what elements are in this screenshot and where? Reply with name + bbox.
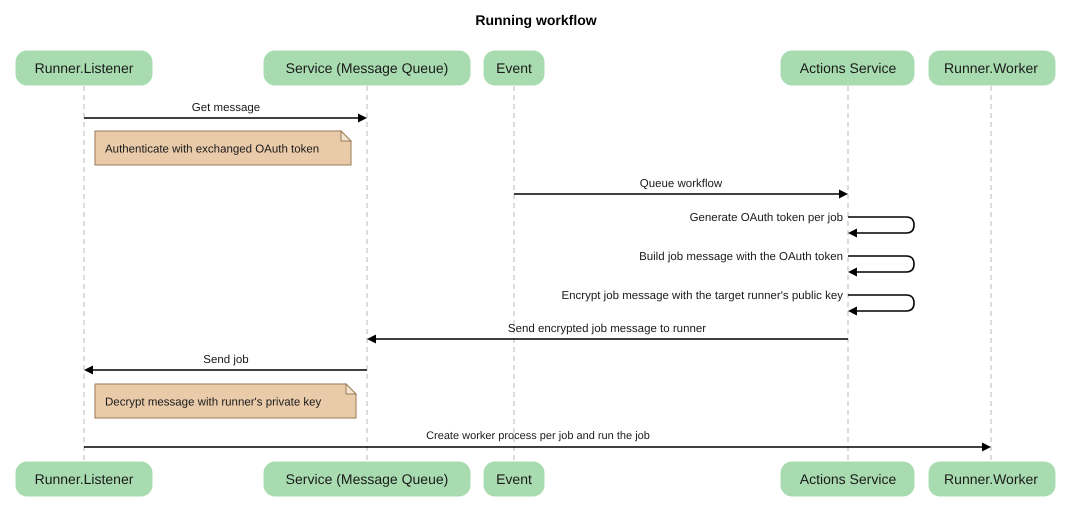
participant-label-service-mq: Service (Message Queue) [286, 60, 449, 76]
participant-headers: Runner.Listener Service (Message Queue) Ev… [15, 50, 1056, 86]
self-message-label-encrypt-job-message: Encrypt job message with the target runn… [561, 290, 843, 302]
participant-box-service-mq[interactable] [263, 50, 471, 86]
participant-footer-runner-worker[interactable]: Runner.Worker [928, 461, 1056, 497]
self-message-build-job-message[interactable]: Build job message with the OAuth token [639, 251, 915, 277]
participant-box-runner-worker[interactable] [928, 461, 1056, 497]
message-arrowhead-get-message [358, 113, 367, 123]
participant-box-event[interactable] [483, 50, 545, 86]
message-label-send-encrypted-job-message: Send encrypted job message to runner [508, 323, 706, 335]
message-create-worker-process[interactable]: Create worker process per job and run th… [84, 430, 991, 452]
participant-footer-service-mq[interactable]: Service (Message Queue) [263, 461, 471, 497]
message-label-queue-workflow: Queue workflow [640, 178, 723, 190]
message-send-encrypted-job-message[interactable]: Send encrypted job message to runner [367, 323, 848, 344]
participant-label-service-mq: Service (Message Queue) [286, 471, 449, 487]
message-queue-workflow[interactable]: Queue workflow [514, 178, 848, 199]
message-arrowhead-send-job [84, 365, 93, 375]
self-message-generate-oauth-token[interactable]: Generate OAuth token per job [690, 212, 915, 238]
participant-label-event: Event [496, 471, 532, 487]
participant-label-runner-worker: Runner.Worker [944, 471, 1038, 487]
participant-box-actions-service[interactable] [780, 50, 915, 86]
message-label-get-message: Get message [192, 102, 260, 114]
self-message-arrowhead-encrypt-job-message [848, 306, 857, 316]
note-body-authenticate-note [94, 130, 352, 166]
self-message-path-encrypt-job-message [848, 294, 915, 312]
message-get-message[interactable]: Get message [84, 102, 367, 123]
participant-box-runner-listener[interactable] [15, 50, 153, 86]
self-message-path-build-job-message [848, 255, 915, 273]
self-message-label-generate-oauth-token: Generate OAuth token per job [690, 212, 843, 224]
self-message-encrypt-job-message[interactable]: Encrypt job message with the target runn… [561, 290, 915, 316]
participant-label-actions-service: Actions Service [800, 60, 897, 76]
participant-footer-actions-service[interactable]: Actions Service [780, 461, 915, 497]
participant-header-runner-listener[interactable]: Runner.Listener [15, 50, 153, 86]
message-label-send-job: Send job [203, 354, 248, 366]
message-send-job[interactable]: Send job [84, 354, 367, 375]
participant-box-service-mq[interactable] [263, 461, 471, 497]
note-label-decrypt-note: Decrypt message with runner's private ke… [105, 397, 322, 409]
self-message-arrowhead-generate-oauth-token [848, 228, 857, 238]
participant-label-runner-worker: Runner.Worker [944, 60, 1038, 76]
note-body-decrypt-note [94, 383, 357, 419]
self-message-arrowhead-build-job-message [848, 267, 857, 277]
participant-label-runner-listener: Runner.Listener [35, 60, 134, 76]
participant-label-event: Event [496, 60, 532, 76]
message-arrowhead-create-worker-process [982, 442, 991, 452]
participant-box-event[interactable] [483, 461, 545, 497]
note-label-authenticate-note: Authenticate with exchanged OAuth token [105, 144, 319, 156]
message-arrowhead-send-encrypted-job-message [367, 334, 376, 344]
self-message-label-build-job-message: Build job message with the OAuth token [639, 251, 843, 263]
participant-box-actions-service[interactable] [780, 461, 915, 497]
note-fold-icon-decrypt-note [345, 382, 358, 395]
participant-label-actions-service: Actions Service [800, 471, 897, 487]
participant-header-actions-service[interactable]: Actions Service [780, 50, 915, 86]
note-authenticate-note: Authenticate with exchanged OAuth token [94, 129, 353, 166]
diagram-title: Running workflow [475, 12, 596, 28]
participant-footers: Runner.Listener Service (Message Queue) Ev… [15, 461, 1056, 497]
message-label-create-worker-process: Create worker process per job and run th… [426, 430, 650, 442]
participant-footer-runner-listener[interactable]: Runner.Listener [15, 461, 153, 497]
participant-box-runner-worker[interactable] [928, 50, 1056, 86]
participant-footer-event[interactable]: Event [483, 461, 545, 497]
participant-header-runner-worker[interactable]: Runner.Worker [928, 50, 1056, 86]
participant-header-service-mq[interactable]: Service (Message Queue) [263, 50, 471, 86]
participant-box-runner-listener[interactable] [15, 461, 153, 497]
self-message-path-generate-oauth-token [848, 216, 915, 234]
notes-group: Authenticate with exchanged OAuth tokenD… [94, 129, 358, 419]
participant-label-runner-listener: Runner.Listener [35, 471, 134, 487]
participant-header-event[interactable]: Event [483, 50, 545, 86]
message-arrowhead-queue-workflow [839, 189, 848, 199]
note-decrypt-note: Decrypt message with runner's private ke… [94, 382, 358, 419]
note-fold-icon-authenticate-note [340, 129, 353, 142]
